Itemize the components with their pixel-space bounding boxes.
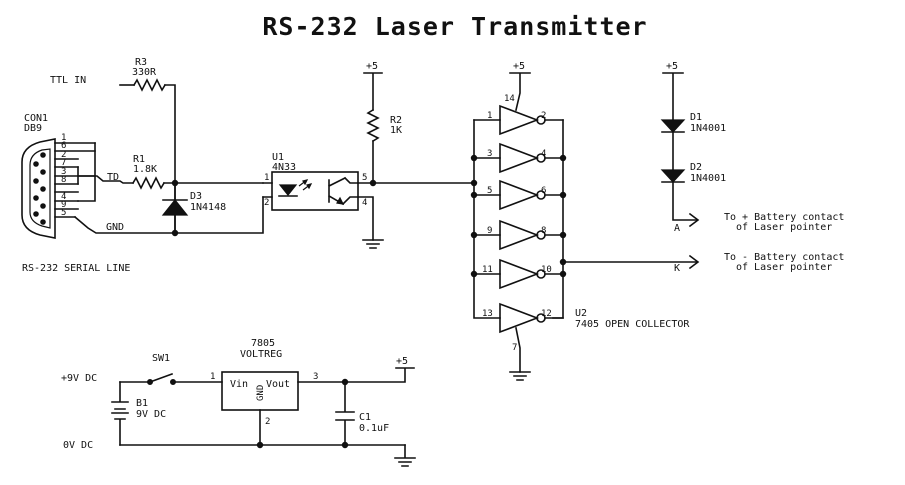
db9-pin-label: 3 <box>61 167 66 177</box>
regulator-pin-gnd: 2 <box>265 417 270 427</box>
u1-pin-label: 4 <box>362 198 367 208</box>
r1-value: 1.8K <box>133 164 157 175</box>
u1-ref: U1 <box>272 152 284 163</box>
regulator-pin-out: 3 <box>313 372 318 382</box>
r2-value: 1K <box>390 125 402 136</box>
vcc-label-d1: +5 <box>666 61 678 72</box>
d1-ref: D1 <box>690 112 702 123</box>
d3-ref: D3 <box>190 191 202 202</box>
u2-gate-output-pin: 8 <box>541 226 546 236</box>
output-a-line2: of Laser pointer <box>736 222 832 233</box>
u2-gate-input-pin: 5 <box>487 186 492 196</box>
net-k-label: K <box>674 263 680 274</box>
u1-value: 4N33 <box>272 162 296 173</box>
vcc-label-u2: +5 <box>513 61 525 72</box>
regulator-pin-in: 1 <box>210 372 215 382</box>
regulator-vout: Vout <box>266 379 290 390</box>
vcc-label-supply: +5 <box>396 356 408 367</box>
d3-value: 1N4148 <box>190 202 226 213</box>
db9-pin-label: 1 <box>61 133 66 143</box>
db9-pin-label: 6 <box>61 141 66 151</box>
u1-pin-label: 5 <box>362 173 367 183</box>
b1-value: 9V DC <box>136 409 166 420</box>
u2-vcc-pin: 14 <box>504 94 515 104</box>
vcc-label-r2: +5 <box>366 61 378 72</box>
output-wiring <box>562 72 700 270</box>
input-wiring <box>73 78 264 237</box>
regulator-ref: 7805 <box>251 338 275 349</box>
r3-value: 330R <box>132 67 157 78</box>
d2-ref: D2 <box>690 162 702 173</box>
regulator-value: VOLTREG <box>240 349 282 360</box>
diagram-title: RS-232 Laser Transmitter <box>262 12 647 41</box>
c1-ref: C1 <box>359 412 371 423</box>
zero-v-label: 0V DC <box>63 440 93 451</box>
ttl-in-label: TTL IN <box>50 75 86 86</box>
r2-ref: R2 <box>390 115 402 126</box>
u2-gate-input-pin: 11 <box>482 265 493 275</box>
db9-pin-label: 7 <box>61 158 66 168</box>
u1-optocoupler <box>262 171 359 211</box>
u2-gate-input-pin: 3 <box>487 149 492 159</box>
u2-gate-input-pin: 9 <box>487 226 492 236</box>
u1-pin-label: 1 <box>264 173 269 183</box>
d1-value: 1N4001 <box>690 123 726 134</box>
gnd-label: GND <box>106 222 124 233</box>
net-a-label: A <box>674 223 680 234</box>
db9-pin-label: 5 <box>61 208 66 218</box>
regulator-gnd: GND <box>256 385 266 401</box>
u2-gate-output-pin: 10 <box>541 265 552 275</box>
c1-value: 0.1uF <box>359 423 389 434</box>
r3-ref: R3 <box>135 57 147 68</box>
db9-connector <box>21 138 96 239</box>
u2-gate-output-pin: 12 <box>541 309 552 319</box>
output-k-line2: of Laser pointer <box>736 262 832 273</box>
u2-gate-output-pin: 4 <box>541 149 546 159</box>
b1-ref: B1 <box>136 398 148 409</box>
u1-pin-label: 2 <box>264 198 269 208</box>
d2-value: 1N4001 <box>690 173 726 184</box>
serial-line-caption: RS-232 SERIAL LINE <box>22 263 130 274</box>
u2-inverter-bank <box>470 72 567 381</box>
r2-wiring <box>357 72 475 249</box>
db9-pin-label: 9 <box>61 200 66 210</box>
db9-pin-label: 2 <box>61 150 66 160</box>
u2-gnd-pin: 7 <box>512 343 517 353</box>
sw1-ref: SW1 <box>152 353 170 364</box>
td-label: TD <box>107 172 119 183</box>
u2-gate-output-pin: 6 <box>541 186 546 196</box>
u2-gate-input-pin: 1 <box>487 111 492 121</box>
u2-gate-input-pin: 13 <box>482 309 493 319</box>
u2-value: 7405 OPEN COLLECTOR <box>575 319 690 330</box>
con1-ref: CON1 <box>24 113 48 124</box>
db9-pin-label: 4 <box>61 192 66 202</box>
r1-ref: R1 <box>133 154 145 165</box>
output-a-line1: To + Battery contact <box>724 212 844 223</box>
regulator-vin: Vin <box>230 379 248 390</box>
u2-gate-output-pin: 2 <box>541 111 546 121</box>
u2-ref: U2 <box>575 308 587 319</box>
power-supply <box>111 367 416 467</box>
plus-9v-label: +9V DC <box>61 373 97 384</box>
output-k-line1: To - Battery contact <box>724 252 844 263</box>
db9-pin-label: 8 <box>61 175 66 185</box>
con1-type: DB9 <box>24 123 42 134</box>
